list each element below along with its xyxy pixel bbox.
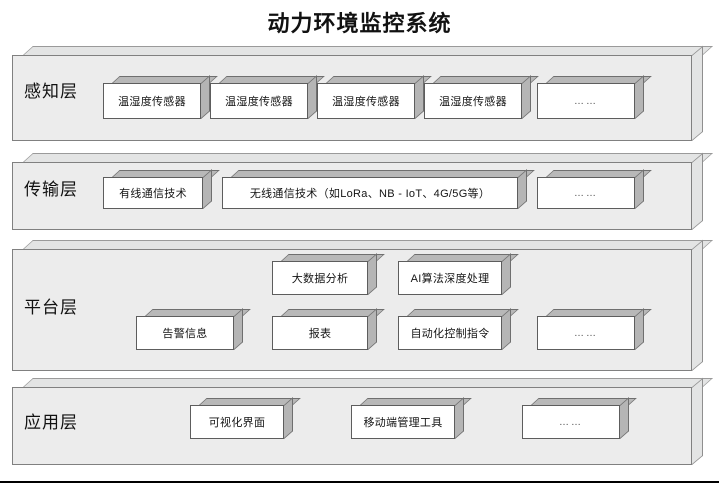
node-label: 可视化界面 bbox=[190, 405, 284, 439]
node-label-ellipsis: …… bbox=[522, 405, 620, 439]
node-box[interactable]: …… bbox=[522, 397, 637, 439]
node-label: 温湿度传感器 bbox=[424, 83, 522, 119]
layer-top-face bbox=[23, 378, 713, 387]
node-box[interactable]: …… bbox=[537, 169, 652, 209]
node-label: 报表 bbox=[272, 316, 368, 350]
node-label-ellipsis: …… bbox=[537, 316, 635, 350]
node-side-face bbox=[518, 169, 527, 209]
node-side-face bbox=[455, 397, 464, 439]
node-side-face bbox=[635, 75, 644, 119]
layer-side-face bbox=[692, 152, 703, 230]
node-label: AI算法深度处理 bbox=[398, 261, 502, 295]
page-title: 动力环境监控系统 bbox=[267, 11, 452, 36]
node-side-face bbox=[368, 308, 377, 350]
layer-top-face bbox=[23, 46, 713, 55]
node-label-ellipsis: …… bbox=[537, 83, 635, 119]
layer-label-application: 应用层 bbox=[24, 413, 78, 432]
node-box[interactable]: …… bbox=[537, 308, 652, 350]
node-box[interactable]: 告警信息 bbox=[136, 308, 251, 350]
node-side-face bbox=[635, 308, 644, 350]
node-box[interactable]: 无线通信技术（如LoRa、NB - IoT、4G/5G等） bbox=[222, 169, 535, 209]
layer-side-face bbox=[692, 45, 703, 141]
node-box[interactable]: 温湿度传感器 bbox=[317, 75, 432, 119]
node-box[interactable]: 温湿度传感器 bbox=[424, 75, 539, 119]
node-side-face bbox=[284, 397, 293, 439]
node-side-face bbox=[203, 169, 212, 209]
layer-label-platform: 平台层 bbox=[24, 298, 78, 317]
node-box[interactable]: 温湿度传感器 bbox=[103, 75, 218, 119]
node-label: 移动端管理工具 bbox=[351, 405, 455, 439]
node-side-face bbox=[368, 253, 377, 295]
node-box[interactable]: …… bbox=[537, 75, 652, 119]
node-box[interactable]: AI算法深度处理 bbox=[398, 253, 519, 295]
node-box[interactable]: 温湿度传感器 bbox=[210, 75, 325, 119]
node-box[interactable]: 报表 bbox=[272, 308, 385, 350]
node-label-ellipsis: …… bbox=[537, 177, 635, 209]
layer-label-transport: 传输层 bbox=[24, 180, 78, 199]
node-box[interactable]: 自动化控制指令 bbox=[398, 308, 519, 350]
node-label: 告警信息 bbox=[136, 316, 234, 350]
node-box[interactable]: 可视化界面 bbox=[190, 397, 301, 439]
node-box[interactable]: 大数据分析 bbox=[272, 253, 385, 295]
node-side-face bbox=[234, 308, 243, 350]
node-label: 有线通信技术 bbox=[103, 177, 203, 209]
node-side-face bbox=[502, 308, 511, 350]
node-label: 温湿度传感器 bbox=[103, 83, 201, 119]
layer-top-face bbox=[23, 153, 713, 162]
node-box[interactable]: 有线通信技术 bbox=[103, 169, 220, 209]
node-side-face bbox=[522, 75, 531, 119]
node-side-face bbox=[308, 75, 317, 119]
node-box[interactable]: 移动端管理工具 bbox=[351, 397, 472, 439]
layer-label-perception: 感知层 bbox=[24, 82, 78, 101]
node-top-face bbox=[231, 170, 535, 177]
layer-side-face bbox=[692, 377, 703, 465]
layer-top-face bbox=[23, 240, 713, 249]
node-label: 无线通信技术（如LoRa、NB - IoT、4G/5G等） bbox=[222, 177, 518, 209]
node-label: 温湿度传感器 bbox=[317, 83, 415, 119]
node-label: 温湿度传感器 bbox=[210, 83, 308, 119]
layer-side-face bbox=[692, 239, 703, 371]
node-side-face bbox=[415, 75, 424, 119]
node-label: 自动化控制指令 bbox=[398, 316, 502, 350]
node-side-face bbox=[620, 397, 629, 439]
node-label: 大数据分析 bbox=[272, 261, 368, 295]
node-side-face bbox=[635, 169, 644, 209]
node-side-face bbox=[201, 75, 210, 119]
bottom-divider bbox=[0, 481, 719, 483]
node-side-face bbox=[502, 253, 511, 295]
